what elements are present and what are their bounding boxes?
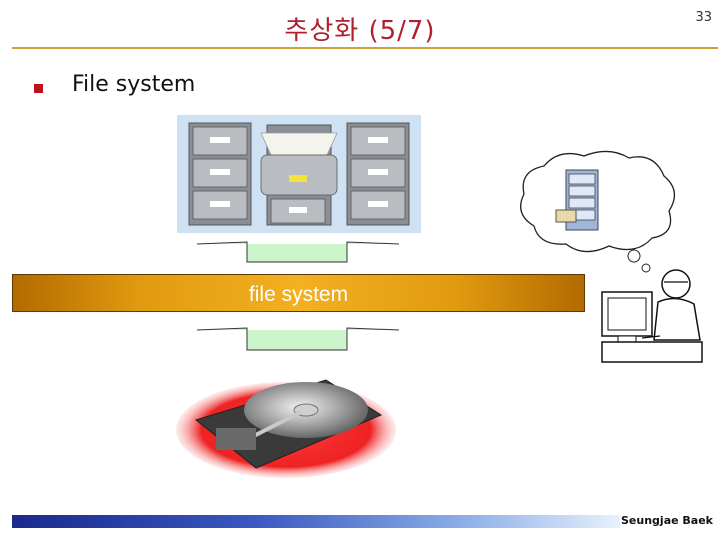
- footer-bar: [12, 515, 620, 528]
- bullet-text: File system: [72, 72, 196, 97]
- upper-bracket: [197, 241, 399, 263]
- file-system-label: file system: [248, 283, 349, 306]
- hard-disk-icon: [176, 379, 396, 478]
- file-system-bar-fill: [12, 274, 585, 312]
- lower-bracket: [197, 327, 399, 351]
- author-name: Seungjae Baek: [621, 514, 713, 527]
- page-number: 33: [695, 10, 712, 25]
- computer-user-icon: [601, 269, 703, 363]
- thought-bubble-icon: [520, 150, 676, 273]
- file-cabinet-icon: [177, 115, 421, 233]
- file-drawer-icon: [555, 169, 599, 231]
- file-system-bar: file system: [12, 274, 585, 312]
- title-rule: [12, 47, 718, 49]
- bullet-marker: [34, 84, 43, 93]
- slide-title: 추상화 (5/7): [284, 16, 436, 46]
